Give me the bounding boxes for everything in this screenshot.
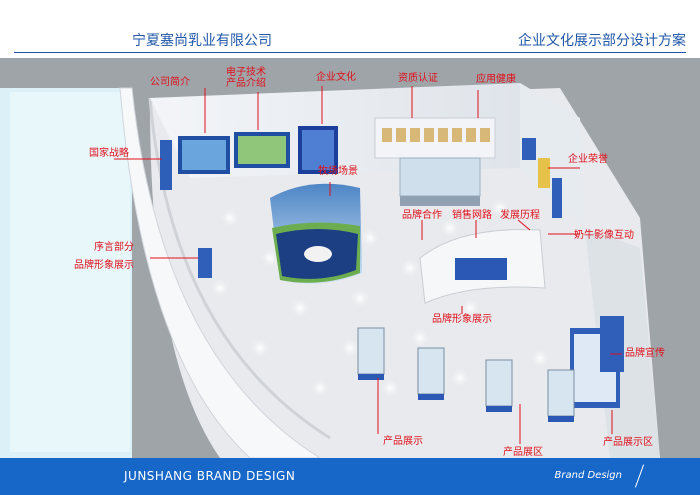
label-product-show: 产品展示 <box>383 436 423 447</box>
company-name: 宁夏塞尚乳业有限公司 <box>132 33 272 49</box>
page-header: 宁夏塞尚乳业有限公司 企业文化展示部分设计方案 <box>0 0 700 58</box>
exhibition-render: 公司简介 电子技术 产品介绍 企业文化 资质认证 应用健康 国家战略 企业荣誉 … <box>0 58 700 458</box>
label-brand-image-center: 品牌形象展示 <box>432 314 492 325</box>
label-product-area: 产品展区 <box>503 447 543 458</box>
header-divider <box>14 52 686 53</box>
label-enterprise-honor: 企业荣誉 <box>568 154 608 165</box>
label-development-history: 发展历程 <box>500 210 540 221</box>
label-brand-image-left: 品牌形象展示 <box>74 260 134 271</box>
label-cow-interaction: 奶牛影像互动 <box>574 230 634 241</box>
footer-brand-text: JUNSHANG BRAND DESIGN <box>124 469 296 483</box>
page-footer: JUNSHANG BRAND DESIGN Brand Design <box>0 458 700 495</box>
document-title: 企业文化展示部分设计方案 <box>518 33 686 49</box>
label-application-health: 应用健康 <box>476 74 516 85</box>
label-corporate-culture: 企业文化 <box>316 72 356 83</box>
label-brand-cooperation: 品牌合作 <box>402 210 442 221</box>
label-sales-network: 销售网路 <box>452 210 492 221</box>
label-ecommerce-tech-line1: 电子技术 <box>226 67 266 78</box>
label-company-intro: 公司简介 <box>150 77 190 88</box>
label-qualification: 资质认证 <box>398 73 438 84</box>
label-national-strategy: 国家战略 <box>89 148 129 159</box>
label-ecommerce-tech: 电子技术 产品介绍 <box>226 67 266 89</box>
footer-brand-design: Brand Design <box>554 470 623 481</box>
footer-slash-mark <box>634 464 645 488</box>
label-preface: 序言部分 <box>94 242 134 253</box>
exhibition-floorplan-illustration <box>0 58 700 458</box>
label-brand-promotion: 品牌宣传 <box>625 348 665 359</box>
label-ranch-scene: 牧场场景 <box>318 166 358 177</box>
label-product-show-area: 产品展示区 <box>603 437 653 448</box>
label-ecommerce-tech-line2: 产品介绍 <box>226 78 266 89</box>
